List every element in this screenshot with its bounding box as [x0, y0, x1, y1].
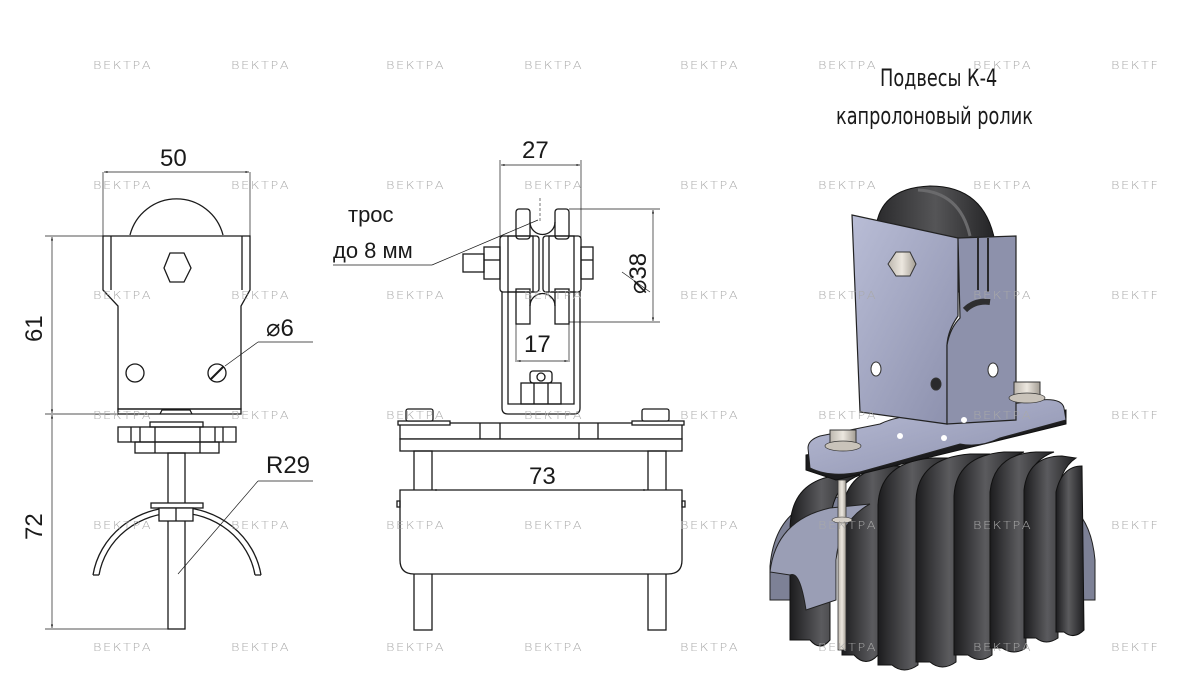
watermark-text: ВЕКТРА: [818, 60, 878, 72]
watermark-text: ВЕКТРА: [524, 520, 584, 532]
watermark-text: ВЕКТРА: [231, 180, 291, 192]
watermark-text: ВЕКТF: [1111, 290, 1160, 302]
dim-hole-diameter: ⌀6: [266, 315, 294, 342]
title-line-2: капролоновый ролик: [836, 102, 1033, 130]
watermark-text: ВЕКТРА: [818, 520, 878, 532]
dim-roller-diameter: ⌀38: [625, 253, 652, 294]
watermark-text: ВЕКТF: [1111, 642, 1160, 654]
dim-height-61: 61: [21, 315, 48, 342]
side-view: [333, 160, 686, 631]
watermark-text: ВЕКТРА: [680, 410, 740, 422]
watermark-text: ВЕКТРА: [524, 290, 584, 302]
watermark-text: ВЕКТF: [1111, 60, 1160, 72]
watermark-text: ВЕКТРА: [231, 60, 291, 72]
title-line-1: Подвесы К-4: [880, 64, 998, 92]
watermark-text: ВЕКТРА: [524, 180, 584, 192]
watermark-text: ВЕКТРА: [680, 642, 740, 654]
watermark-text: ВЕКТРА: [680, 180, 740, 192]
watermark-text: ВЕКТРА: [524, 410, 584, 422]
watermark-text: ВЕКТРА: [93, 60, 153, 72]
watermark-text: ВЕКТРА: [386, 410, 446, 422]
watermark-text: ВЕКТРА: [818, 642, 878, 654]
watermark-text: ВЕКТРА: [818, 410, 878, 422]
watermark-text: ВЕКТРА: [680, 60, 740, 72]
watermark-text: ВЕКТРА: [973, 180, 1033, 192]
watermark-text: ВЕКТРА: [973, 410, 1033, 422]
dim-width-50: 50: [160, 145, 187, 172]
watermark-text: ВЕКТРА: [818, 180, 878, 192]
watermark-text: ВЕКТРА: [973, 520, 1033, 532]
watermark-text: ВЕКТРА: [386, 180, 446, 192]
watermark-text: ВЕКТРА: [93, 180, 153, 192]
watermark-text: ВЕКТF: [1111, 410, 1160, 422]
callout-cable-line2: до 8 мм: [333, 238, 413, 263]
dim-clamp-73: 73: [529, 463, 556, 490]
watermark-text: ВЕКТF: [1111, 180, 1160, 192]
watermark-text: ВЕКТРА: [818, 290, 878, 302]
watermark-text: ВЕКТРА: [524, 60, 584, 72]
callout-cable-line1: трос: [348, 202, 394, 227]
watermark-text: ВЕКТРА: [93, 642, 153, 654]
dim-radius: R29: [266, 452, 310, 479]
watermark-text: ВЕКТРА: [680, 520, 740, 532]
watermark-text: ВЕКТF: [1111, 520, 1160, 532]
watermark-text: ВЕКТРА: [93, 290, 153, 302]
watermark-text: ВЕКТРА: [386, 290, 446, 302]
watermark-text: ВЕКТРА: [231, 410, 291, 422]
watermark-text: ВЕКТРА: [973, 642, 1033, 654]
dim-inner-17: 17: [524, 331, 551, 358]
dim-height-72: 72: [21, 513, 48, 540]
watermark-text: ВЕКТРА: [386, 642, 446, 654]
watermark-text: ВЕКТРА: [386, 60, 446, 72]
watermark-text: ВЕКТРА: [231, 520, 291, 532]
watermark-text: ВЕКТРА: [680, 290, 740, 302]
watermark-text: ВЕКТРА: [524, 642, 584, 654]
watermark-text: ВЕКТРА: [973, 60, 1033, 72]
watermark-text: ВЕКТРА: [231, 642, 291, 654]
watermark-text: ВЕКТРА: [231, 290, 291, 302]
render-3d: [769, 185, 1096, 671]
watermark-text: ВЕКТРА: [93, 410, 153, 422]
watermark-text: ВЕКТРА: [93, 520, 153, 532]
front-view: [45, 170, 313, 630]
watermark-text: ВЕКТРА: [973, 290, 1033, 302]
dim-width-27: 27: [522, 137, 549, 164]
watermark-text: ВЕКТРА: [386, 520, 446, 532]
